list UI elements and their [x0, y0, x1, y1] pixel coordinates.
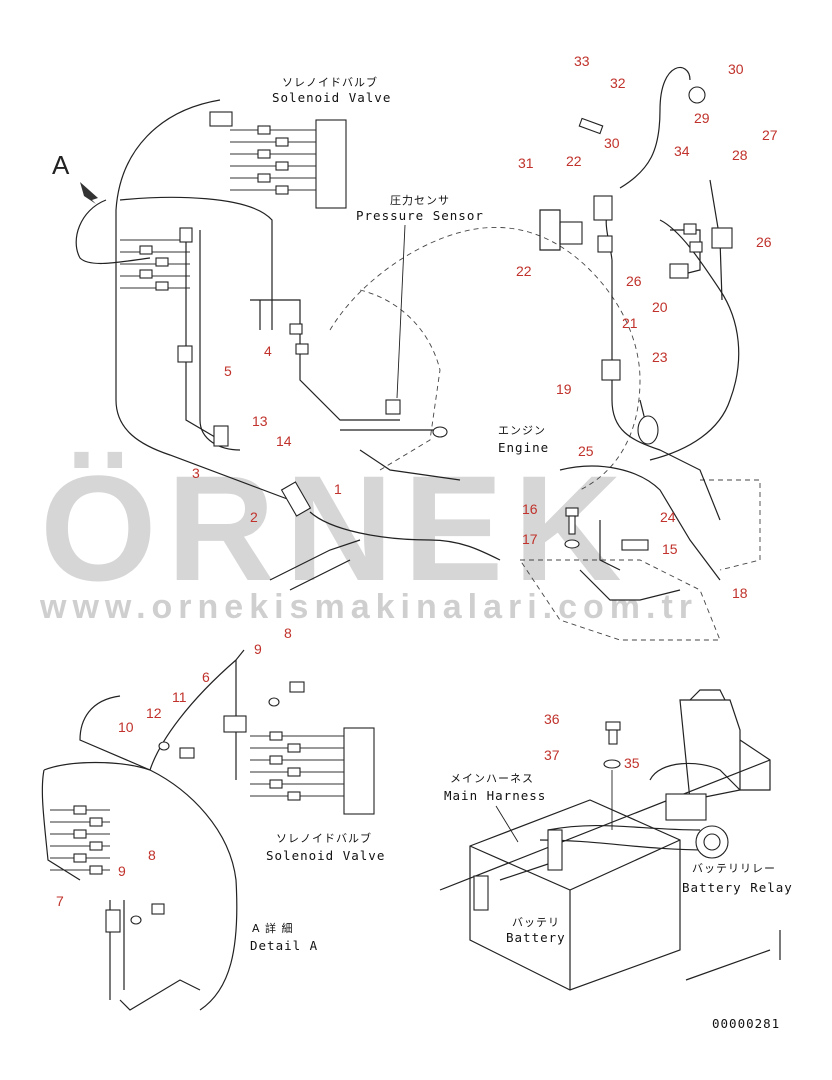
engine-label-jp: エンジン: [498, 424, 546, 437]
callout-32: 32: [610, 75, 626, 91]
callout-21: 21: [622, 315, 638, 331]
callout-16: 16: [522, 501, 538, 517]
solenoid-valve-top: [209, 111, 347, 209]
main-harness-leader: [495, 805, 519, 843]
callout-13: 13: [252, 413, 268, 429]
detail-a-label-jp: A 詳 細: [252, 921, 294, 935]
callout-29: 29: [694, 110, 710, 126]
callout-10: 10: [118, 719, 134, 735]
callout-15: 15: [662, 541, 678, 557]
cable-lower-left: [269, 481, 501, 591]
solenoid-bottom-label-en: Solenoid Valve: [266, 848, 385, 863]
callout-19: 19: [556, 381, 572, 397]
callout-9: 9: [118, 863, 126, 879]
callout-33: 33: [574, 53, 590, 69]
callout-23: 23: [652, 349, 668, 365]
callout-26: 26: [756, 234, 772, 250]
callout-35: 35: [624, 755, 640, 771]
callout-31: 31: [518, 155, 534, 171]
detail-a-label-en: Detail A: [250, 938, 318, 953]
watermark: ÖRNEK www.ornekismakinalari.com.tr: [39, 444, 698, 626]
callout-27: 27: [762, 127, 778, 143]
battery-assembly: [439, 689, 781, 991]
callout-20: 20: [652, 299, 668, 315]
bolt-16: [564, 507, 580, 549]
detail-a-drawing: [41, 649, 375, 1011]
engine-outline: [250, 226, 761, 641]
callout-9: 9: [254, 641, 262, 657]
callout-7: 7: [56, 893, 64, 909]
watermark-url: www.ornekismakinalari.com.tr: [39, 588, 698, 626]
callout-5: 5: [224, 363, 232, 379]
ground-cable-top-right: [539, 66, 706, 300]
watermark-brand: ÖRNEK: [40, 444, 632, 612]
solenoid-top-label-jp: ソレノイドバルブ: [282, 75, 378, 89]
callout-18: 18: [732, 585, 748, 601]
callout-6: 6: [202, 669, 210, 685]
view-arrow-icon: [80, 182, 98, 204]
callout-22: 22: [516, 263, 532, 279]
callout-3: 3: [192, 465, 200, 481]
pressure-sensor-label-jp: 圧力センサ: [390, 194, 450, 207]
callout-8: 8: [284, 625, 292, 641]
callout-17: 17: [522, 531, 538, 547]
callout-30: 30: [728, 61, 744, 77]
harness-bundle-left: [75, 99, 291, 501]
callout-22: 22: [566, 153, 582, 169]
callout-4: 4: [264, 343, 272, 359]
view-arrow-a: A: [52, 150, 98, 204]
callout-28: 28: [732, 147, 748, 163]
part-callouts: 1234513141617151824251921202322223133323…: [56, 53, 778, 909]
battery-relay-label-jp: バッテリリレー: [692, 862, 776, 875]
callout-37: 37: [544, 747, 560, 763]
callout-8: 8: [148, 847, 156, 863]
battery-label-jp: バッテリ: [512, 916, 560, 929]
main-harness-label-en: Main Harness: [444, 788, 546, 803]
main-harness-label-jp: メインハーネス: [450, 772, 534, 785]
drawing-number: 00000281: [712, 1016, 780, 1031]
callout-11: 11: [172, 689, 187, 705]
callout-26: 26: [626, 273, 642, 289]
callout-24: 24: [660, 509, 676, 525]
battery-relay-label-en: Battery Relay: [682, 880, 793, 895]
callout-30: 30: [604, 135, 620, 151]
callout-12: 12: [146, 705, 162, 721]
pressure-sensor-label-en: Pressure Sensor: [356, 208, 484, 223]
solenoid-bottom-label-jp: ソレノイドバルブ: [276, 831, 372, 845]
callout-36: 36: [544, 711, 560, 727]
callout-2: 2: [250, 509, 258, 525]
callout-34: 34: [674, 143, 690, 159]
view-label: A: [52, 150, 70, 180]
callout-14: 14: [276, 433, 292, 449]
battery-label-en: Battery: [506, 930, 566, 945]
solenoid-top-label-en: Solenoid Valve: [272, 90, 391, 105]
engine-label-en: Engine: [498, 440, 549, 455]
callout-25: 25: [578, 443, 594, 459]
harness-bundle-right: [559, 179, 740, 601]
callout-1: 1: [334, 481, 342, 497]
